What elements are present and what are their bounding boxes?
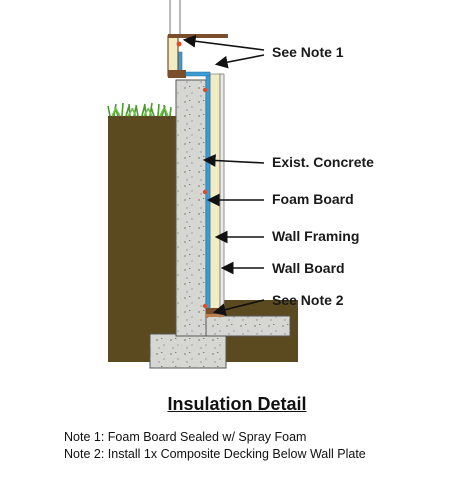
- callout-see-note-1: See Note 1: [272, 44, 344, 60]
- callout-see-note-2: See Note 2: [272, 292, 344, 308]
- grass: [107, 102, 172, 117]
- wall-framing: [209, 73, 221, 317]
- callout-wall-board: Wall Board: [272, 260, 345, 276]
- composite-decking: [206, 314, 224, 317]
- wall-board: [219, 73, 225, 317]
- callout-arrows: [182, 34, 265, 316]
- diagram-title: Insulation Detail: [167, 394, 307, 414]
- foam-board: [205, 73, 211, 317]
- sill-plate: [168, 70, 186, 78]
- callout-exist-concrete: Exist. Concrete: [272, 154, 374, 170]
- subfloor: [168, 34, 228, 38]
- note-1: Note 1: Foam Board Sealed w/ Spray Foam: [64, 430, 307, 444]
- note-2: Note 2: Install 1x Composite Decking Bel…: [64, 447, 366, 461]
- callout-wall-framing: Wall Framing: [272, 228, 360, 244]
- callout-foam-board: Foam Board: [272, 191, 354, 207]
